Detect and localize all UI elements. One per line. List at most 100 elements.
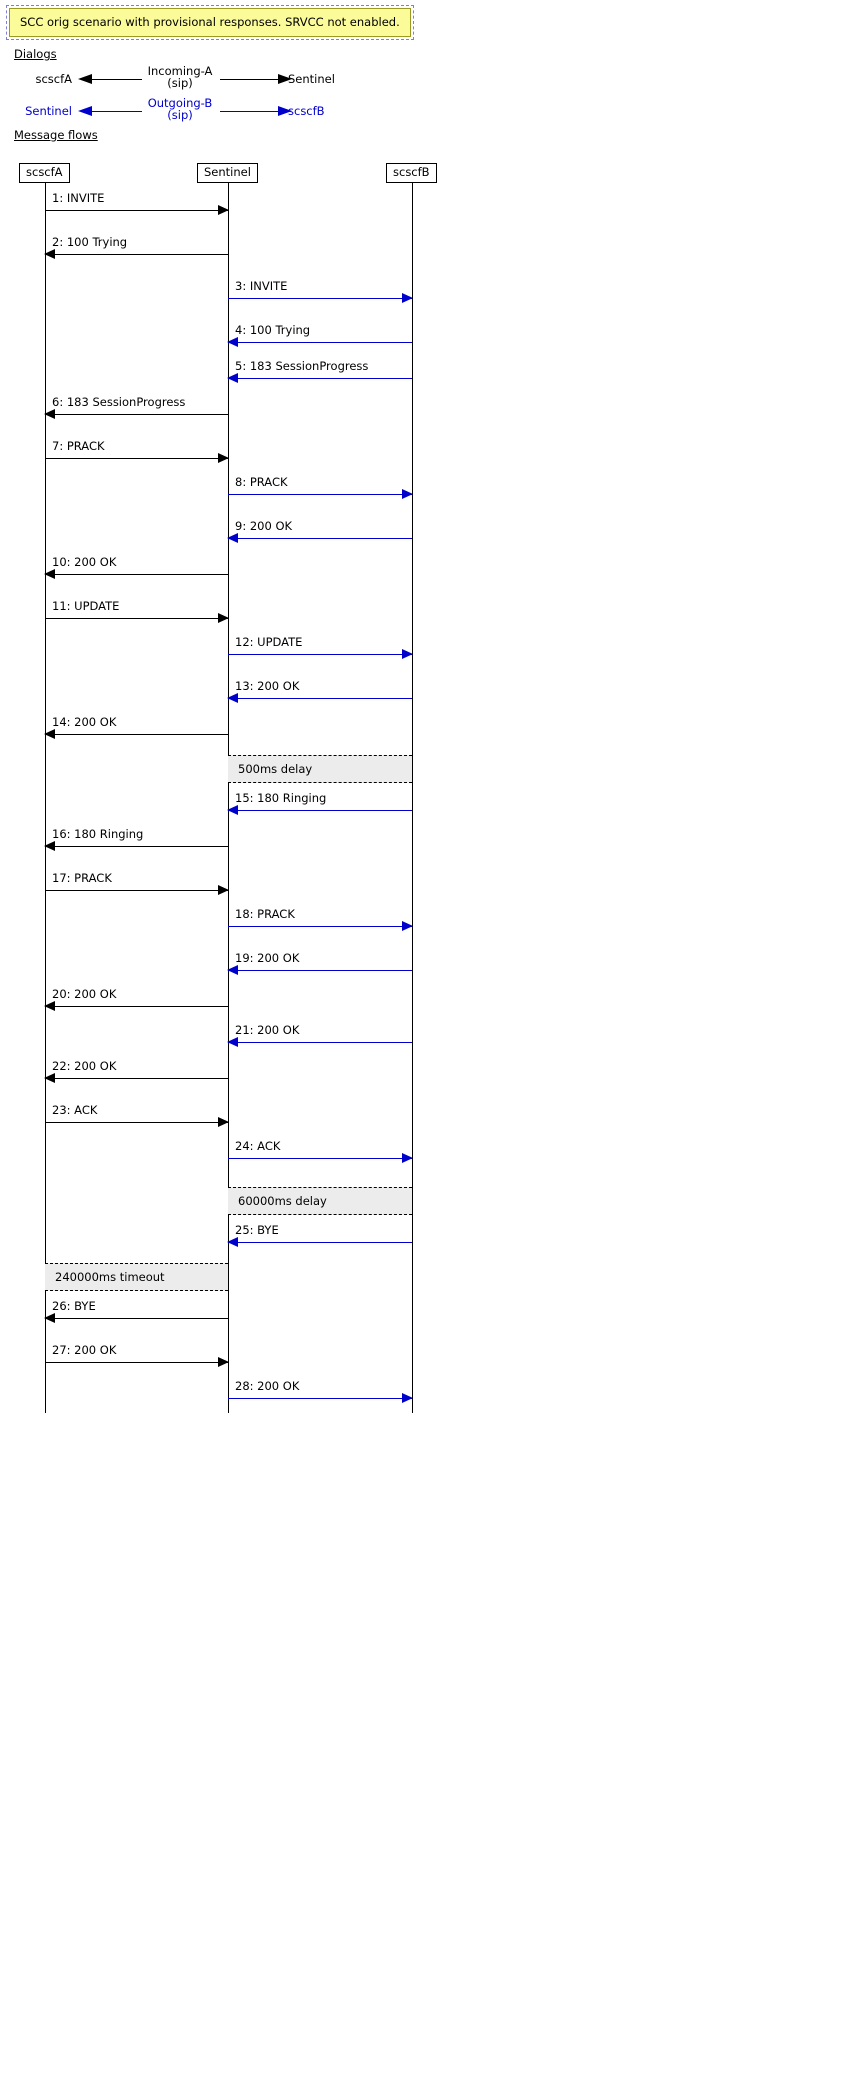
message-line <box>45 254 228 255</box>
message-arrow-icon <box>44 409 55 419</box>
message-arrow-icon <box>227 1037 238 1047</box>
message-label: 4: 100 Trying <box>235 323 311 337</box>
dialog-protocol: (sip) <box>167 76 193 90</box>
dialog-right-line <box>220 111 278 112</box>
message-label: 23: ACK <box>52 1103 98 1117</box>
message-line <box>228 1242 412 1243</box>
dialog-right-endpoint: Sentinel <box>288 72 335 86</box>
message-label: 5: 183 SessionProgress <box>235 359 369 373</box>
message-line <box>45 1122 228 1123</box>
message-line <box>45 1318 228 1319</box>
message-label: 13: 200 OK <box>235 679 300 693</box>
dialog-protocol: (sip) <box>167 108 193 122</box>
dialog-right-arrow-icon <box>278 74 292 84</box>
sequence-diagram: scscfA Sentinel scscfB 500ms delay 60000ms d… <box>0 155 858 1413</box>
scenario-note: SCC orig scenario with provisional respo… <box>6 5 414 40</box>
message-arrow-icon <box>44 729 55 739</box>
delay-label: 240000ms timeout <box>55 1270 165 1284</box>
message-label: 1: INVITE <box>52 191 105 205</box>
message-label: 8: PRACK <box>235 475 288 489</box>
message-label: 11: UPDATE <box>52 599 120 613</box>
message-line <box>228 1398 412 1399</box>
message-line <box>228 1042 412 1043</box>
message-line <box>45 210 228 211</box>
message-line <box>228 810 412 811</box>
lifeline-header-scscfb: scscfB <box>386 163 437 183</box>
lifeline-scscfa <box>45 183 46 1413</box>
message-label: 6: 183 SessionProgress <box>52 395 186 409</box>
message-label: 27: 200 OK <box>52 1343 117 1357</box>
message-label: 20: 200 OK <box>52 987 117 1001</box>
message-line <box>45 846 228 847</box>
message-line <box>228 494 412 495</box>
delay-box: 240000ms timeout <box>45 1263 228 1291</box>
message-line <box>45 458 228 459</box>
message-line <box>45 1006 228 1007</box>
message-line <box>228 970 412 971</box>
delay-label: 500ms delay <box>238 762 313 776</box>
message-arrow-icon <box>227 965 238 975</box>
message-line <box>45 1078 228 1079</box>
lifeline-header-sentinel: Sentinel <box>197 163 258 183</box>
dialog-name-label: Incoming-A(sip) <box>140 65 220 89</box>
message-label: 28: 200 OK <box>235 1379 300 1393</box>
message-label: 10: 200 OK <box>52 555 117 569</box>
message-line <box>228 1158 412 1159</box>
dialog-right-arrow-icon <box>278 106 292 116</box>
message-line <box>228 342 412 343</box>
message-arrow-icon <box>44 841 55 851</box>
message-label: 26: BYE <box>52 1299 96 1313</box>
message-arrow-icon <box>44 1073 55 1083</box>
message-arrow-icon <box>402 293 413 303</box>
message-line <box>45 618 228 619</box>
message-line <box>228 654 412 655</box>
lifeline-scscfb <box>412 183 413 1413</box>
message-label: 24: ACK <box>235 1139 281 1153</box>
message-label: 25: BYE <box>235 1223 279 1237</box>
dialog-left-arrow-icon <box>78 74 92 84</box>
dialogs-section-heading: Dialogs <box>14 47 57 61</box>
message-arrow-icon <box>402 921 413 931</box>
dialog-name: Incoming-A <box>147 64 213 78</box>
delay-box: 500ms delay <box>228 755 412 783</box>
message-arrow-icon <box>227 693 238 703</box>
dialog-right-line <box>220 79 278 80</box>
message-arrow-icon <box>227 533 238 543</box>
message-arrow-icon <box>227 805 238 815</box>
message-line <box>45 1362 228 1363</box>
message-label: 18: PRACK <box>235 907 295 921</box>
delay-label: 60000ms delay <box>238 1194 327 1208</box>
message-arrow-icon <box>402 649 413 659</box>
message-arrow-icon <box>44 569 55 579</box>
message-arrow-icon <box>44 1313 55 1323</box>
message-label: 14: 200 OK <box>52 715 117 729</box>
dialog-left-line <box>92 111 142 112</box>
message-line <box>45 574 228 575</box>
message-line <box>228 298 412 299</box>
dialog-left-arrow-icon <box>78 106 92 116</box>
message-label: 9: 200 OK <box>235 519 293 533</box>
message-arrow-icon <box>227 337 238 347</box>
message-label: 17: PRACK <box>52 871 112 885</box>
message-line <box>228 926 412 927</box>
message-arrow-icon <box>218 205 229 215</box>
message-line <box>45 734 228 735</box>
lifeline-sentinel <box>228 183 229 1413</box>
dialog-name: Outgoing-B <box>147 96 213 110</box>
dialog-left-endpoint: scscfA <box>35 72 72 86</box>
message-flows-section-heading: Message flows <box>14 128 98 142</box>
message-label: 7: PRACK <box>52 439 105 453</box>
message-label: 15: 180 Ringing <box>235 791 327 805</box>
message-line <box>228 378 412 379</box>
message-line <box>228 698 412 699</box>
message-line <box>228 538 412 539</box>
dialog-name-label: Outgoing-B(sip) <box>140 97 220 121</box>
message-arrow-icon <box>227 1237 238 1247</box>
message-arrow-icon <box>402 489 413 499</box>
message-line <box>45 890 228 891</box>
lifeline-header-scscfa: scscfA <box>19 163 70 183</box>
message-arrow-icon <box>218 1357 229 1367</box>
message-arrow-icon <box>218 1117 229 1127</box>
dialog-right-endpoint: scscfB <box>288 104 325 118</box>
message-arrow-icon <box>227 373 238 383</box>
